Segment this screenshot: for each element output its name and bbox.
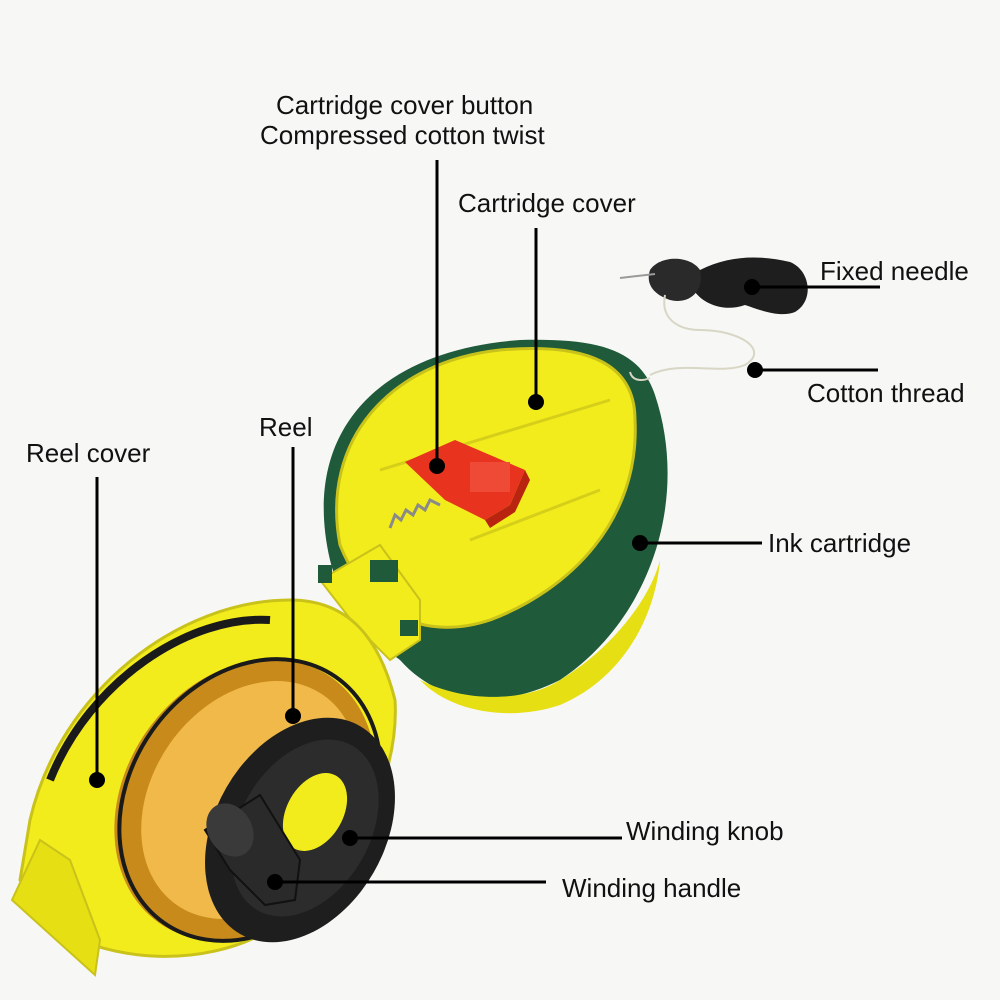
- label-reel: Reel: [259, 412, 313, 442]
- leader-dots: [89, 279, 763, 890]
- hinge-shape: [318, 543, 421, 662]
- label-winding-knob: Winding knob: [626, 816, 784, 846]
- label-cartridge-cover: Cartridge cover: [458, 188, 636, 218]
- spring-shape: [388, 497, 441, 529]
- cotton-thread-shape: [629, 294, 756, 381]
- label-winding-handle: Winding handle: [562, 873, 742, 903]
- label-compressed-cotton-twist: Compressed cotton twist: [260, 120, 545, 150]
- label-reel-cover: Reel cover: [26, 438, 151, 468]
- leader-lines: [95, 160, 880, 884]
- label-fixed-needle: Fixed needle: [820, 256, 969, 286]
- label-cartridge-cover-button: Cartridge cover button: [276, 90, 534, 120]
- label-cotton-thread: Cotton thread: [807, 378, 965, 408]
- label-ink-cartridge: Ink cartridge: [768, 528, 912, 558]
